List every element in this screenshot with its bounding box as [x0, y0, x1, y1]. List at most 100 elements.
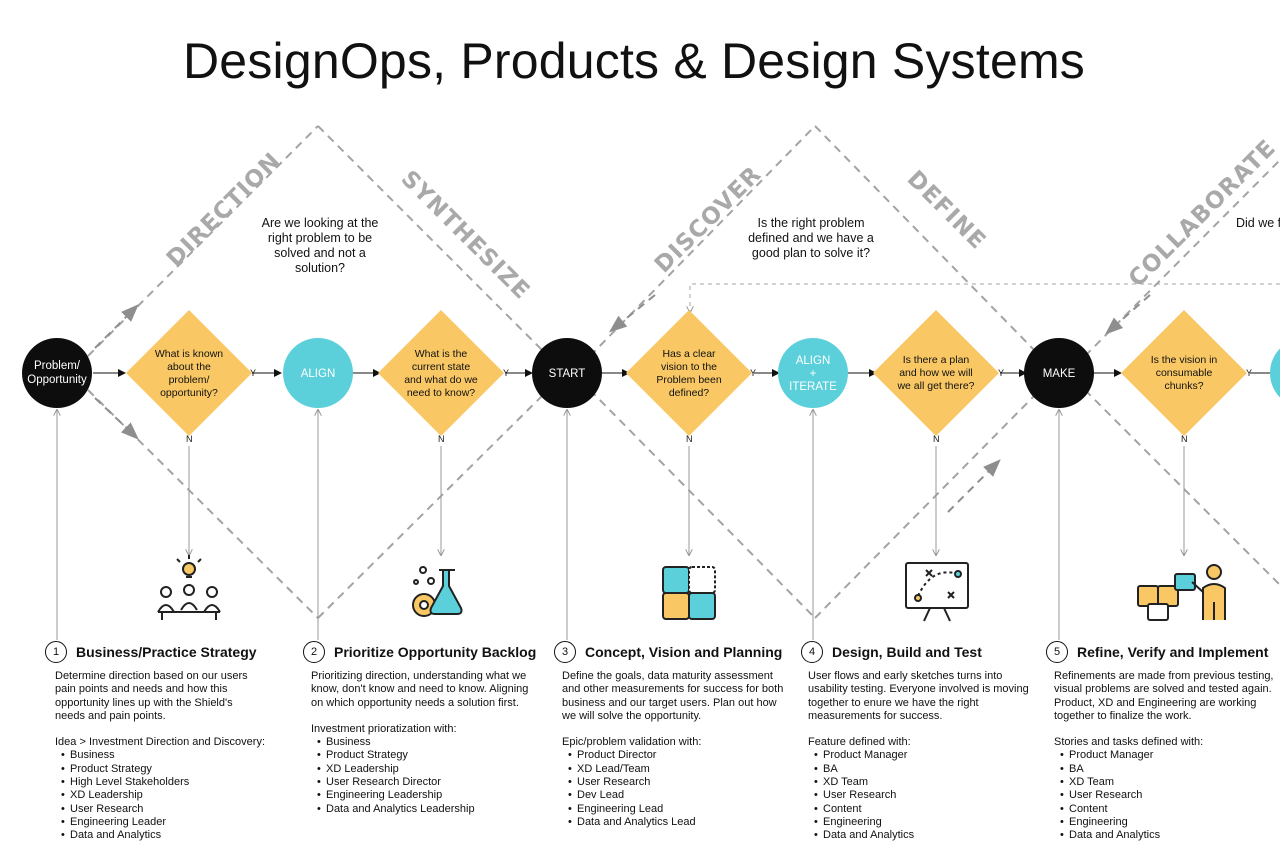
svg-text:ALIGN: ALIGN — [796, 355, 831, 367]
decision-4: Is there a plan and how we will we all g… — [873, 310, 999, 436]
svg-text:vision to the: vision to the — [661, 361, 717, 373]
svg-text:N: N — [1181, 434, 1188, 444]
svg-text:and what do we: and what do we — [404, 374, 478, 386]
question-collaborate: Did we f — [1236, 216, 1280, 230]
svg-text:consumable: consumable — [1156, 367, 1213, 379]
step-4: 4 Design, Build and Test User flows and … — [801, 640, 1041, 843]
svg-text:need to know?: need to know? — [407, 387, 475, 399]
step-number: 1 — [45, 641, 67, 663]
list-item: XD Lead/Team — [567, 763, 794, 777]
question-discover: Is the right problem defined and we have… — [748, 216, 874, 260]
gear-flask-icon — [412, 566, 463, 617]
svg-text:MAKE: MAKE — [1043, 368, 1076, 380]
step-2: 2 Prioritize Opportunity Backlog Priorit… — [303, 640, 543, 816]
list-item: Product Strategy — [316, 749, 543, 763]
step-list: Business Product Strategy High Level Sta… — [45, 749, 285, 842]
svg-text:ALIGN: ALIGN — [301, 368, 336, 380]
svg-text:current state: current state — [412, 361, 471, 373]
list-item: Engineering — [1059, 816, 1278, 830]
step-title: Prioritize Opportunity Backlog — [334, 644, 537, 660]
list-item: Data and Analytics — [60, 829, 285, 843]
step-list: Business Product Strategy XD Leadership … — [303, 736, 543, 816]
step-lead: Investment prioratization with: — [311, 722, 457, 735]
phase-label-collaborate: COLLABORATE — [1124, 135, 1280, 293]
svg-text:problem/: problem/ — [169, 374, 210, 386]
svg-text:Y: Y — [998, 368, 1004, 378]
list-item: Content — [813, 803, 1041, 817]
list-item: Data and Analytics Lead — [567, 816, 794, 830]
step-description: Refinements are made from previous testi… — [1054, 670, 1274, 722]
list-item: Product Director — [567, 749, 794, 763]
question-direction: Are we looking at the right problem to b… — [261, 216, 379, 275]
step-title: Refine, Verify and Implement — [1077, 644, 1269, 660]
no-connectors — [57, 410, 1184, 640]
svg-text:opportunity?: opportunity? — [160, 387, 218, 399]
svg-text:N: N — [933, 434, 940, 444]
list-item: Engineering — [813, 816, 1041, 830]
list-item: Engineering Leadership — [316, 789, 543, 803]
list-item: XD Team — [1059, 776, 1278, 790]
node-make: MAKE — [1024, 338, 1094, 408]
list-item: User Research Director — [316, 776, 543, 790]
list-item: BA — [813, 763, 1041, 777]
step-lead: Stories and tasks defined with: — [1054, 736, 1204, 749]
node-next-align — [1270, 348, 1280, 398]
step-lead: Idea > Investment Direction and Discover… — [55, 736, 266, 749]
list-item: Business — [60, 749, 285, 763]
svg-text:What is known: What is known — [155, 348, 223, 360]
strategy-board-icon — [905, 562, 969, 622]
step-title: Design, Build and Test — [832, 644, 982, 660]
yes-no-labels: Y Y Y Y Y N N N N N — [186, 368, 1252, 444]
list-item: XD Team — [813, 776, 1041, 790]
list-item: Dev Lead — [567, 789, 794, 803]
step-title: Business/Practice Strategy — [76, 644, 257, 660]
step-1: 1 Business/Practice Strategy Determine d… — [45, 640, 285, 843]
svg-text:defined?: defined? — [669, 387, 709, 399]
node-problem-opportunity: Problem/ Opportunity — [22, 338, 92, 408]
step-description: Define the goals, data maturity assessme… — [562, 670, 784, 722]
list-item: Business — [316, 736, 543, 750]
step-5: 5 Refine, Verify and Implement Refinemen… — [1046, 640, 1278, 843]
step-list: Product Director XD Lead/Team User Resea… — [554, 749, 794, 829]
step-lead: Epic/problem validation with: — [562, 736, 702, 749]
list-item: Product Strategy — [60, 763, 285, 777]
decision-2: What is the current state and what do we… — [378, 310, 504, 436]
decision-5: Is the vision in consumable chunks? — [1121, 310, 1247, 436]
node-align: ALIGN — [283, 338, 353, 408]
svg-text:N: N — [438, 434, 445, 444]
list-item: User Research — [60, 803, 285, 817]
svg-text:Is there a plan: Is there a plan — [903, 354, 970, 366]
node-align-iterate: ALIGN + ITERATE — [778, 338, 848, 408]
page-title: DesignOps, Products & Design Systems — [183, 33, 1085, 89]
svg-text:What is the: What is the — [415, 348, 468, 360]
iteration-loop — [690, 283, 1280, 312]
svg-text:Y: Y — [250, 368, 256, 378]
phase-label-define: DEFINE — [902, 166, 991, 255]
step-number: 5 — [1046, 641, 1068, 663]
step-list: Product Manager BA XD Team User Research… — [1046, 749, 1278, 842]
phase-diamond-lines — [87, 125, 1280, 619]
step-number: 2 — [303, 641, 325, 663]
decision-3: Has a clear vision to the Problem been d… — [626, 310, 752, 436]
svg-text:chunks?: chunks? — [1164, 380, 1203, 392]
list-item: XD Leadership — [60, 789, 285, 803]
svg-text:about the: about the — [167, 361, 211, 373]
phase-label-synthesize: SYNTHESIZE — [396, 166, 535, 305]
svg-text:we all get there?: we all get there? — [896, 380, 974, 392]
puzzle-icon — [662, 566, 716, 620]
step-lead: Feature defined with: — [808, 736, 911, 749]
decision-1: What is known about the problem/ opportu… — [126, 310, 252, 436]
list-item: Content — [1059, 803, 1278, 817]
svg-text:START: START — [549, 368, 586, 380]
step-list: Product Manager BA XD Team User Research… — [801, 749, 1041, 842]
phase-arrows — [94, 294, 1151, 513]
list-item: XD Leadership — [316, 763, 543, 777]
list-item: Product Manager — [1059, 749, 1278, 763]
svg-text:Y: Y — [750, 368, 756, 378]
svg-text:Y: Y — [503, 368, 509, 378]
svg-text:N: N — [686, 434, 693, 444]
list-item: Product Manager — [813, 749, 1041, 763]
step-number: 4 — [801, 641, 823, 663]
svg-text:Opportunity: Opportunity — [27, 374, 87, 386]
list-item: Engineering Leader — [60, 816, 285, 830]
